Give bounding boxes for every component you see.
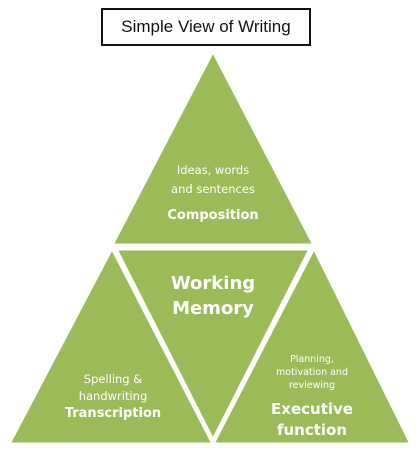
transcription-triangle xyxy=(6,244,216,446)
composition-line-2: and sentences xyxy=(171,182,255,196)
working-memory-triangle xyxy=(113,247,313,444)
working-memory-line-2: Memory xyxy=(172,298,254,319)
composition-triangle xyxy=(109,47,317,247)
executive-function-line-2: motivation and xyxy=(276,367,348,378)
transcription-line-2: handwriting xyxy=(79,389,148,403)
executive-function-label-1: Executive xyxy=(271,400,353,418)
working-memory-line-1: Working xyxy=(171,273,255,294)
executive-function-label-2: function xyxy=(277,421,347,439)
executive-function-line-3: reviewing xyxy=(289,380,335,391)
composition-line-1: Ideas, words xyxy=(177,163,249,177)
transcription-line-1: Spelling & xyxy=(84,372,143,386)
composition-label: Composition xyxy=(167,208,258,223)
executive-function-line-1: Planning, xyxy=(290,354,334,365)
transcription-label: Transcription xyxy=(65,406,161,421)
diagram-title: Simple View of Writing xyxy=(101,8,311,46)
executive-function-triangle xyxy=(210,244,414,446)
